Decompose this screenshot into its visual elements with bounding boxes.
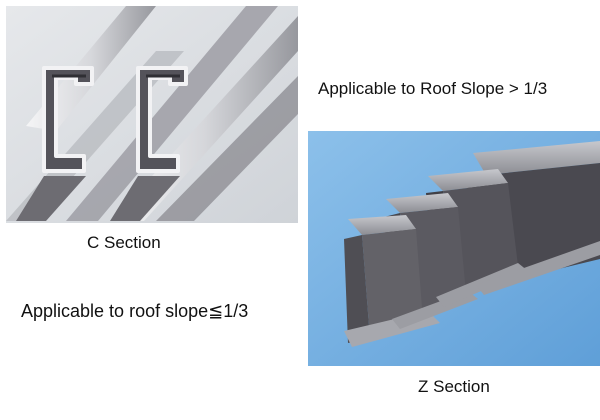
c-section-caption: C Section [87, 233, 161, 253]
roof-slope-less-caption: Applicable to roof slope≦1/3 [21, 301, 248, 322]
roof-slope-greater-caption: Applicable to Roof Slope > 1/3 [318, 79, 547, 99]
z-section-caption: Z Section [418, 377, 490, 397]
c-section-image [6, 6, 298, 223]
z-section-image [308, 131, 600, 366]
